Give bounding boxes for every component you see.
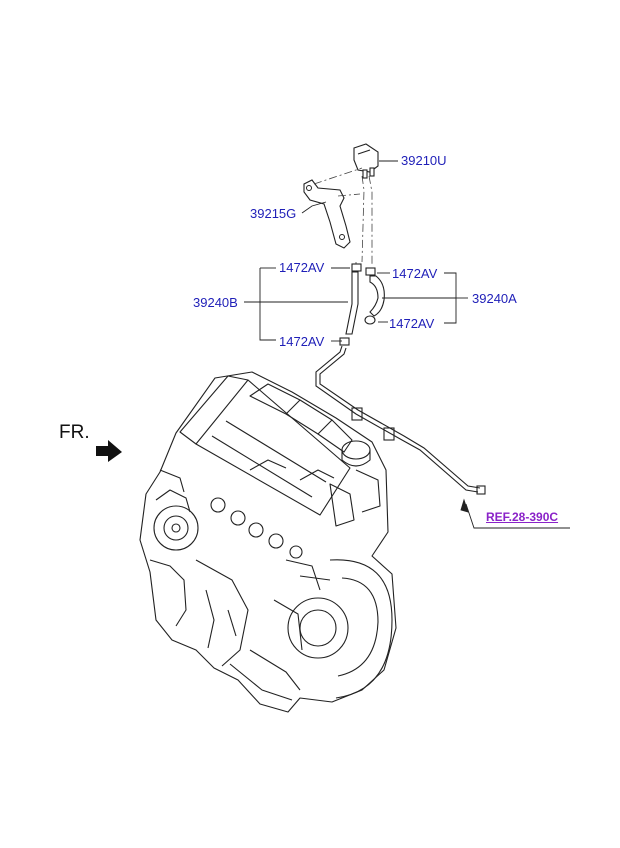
front-arrow-icon [96,440,122,462]
label-1472AV-top-right[interactable]: 1472AV [392,266,438,281]
label-1472AV-bottom-left[interactable]: 1472AV [279,334,325,349]
hose-assembly [339,263,385,346]
mounting-bracket [303,179,351,249]
front-direction-label: FR. [59,422,90,443]
engine-block [139,371,397,713]
pressure-sensor [353,143,379,179]
label-39240B[interactable]: 39240B [193,295,238,310]
leader-lines [244,160,570,529]
label-39240A[interactable]: 39240A [472,291,517,306]
label-1472AV-top-left[interactable]: 1472AV [279,260,325,275]
reference-link[interactable]: REF.28-390C [486,510,559,524]
label-39210U[interactable]: 39210U [401,153,447,168]
label-39215G[interactable]: 39215G [250,206,297,221]
vacuum-pipe [315,345,486,495]
label-1472AV-mid-right[interactable]: 1472AV [389,316,435,331]
